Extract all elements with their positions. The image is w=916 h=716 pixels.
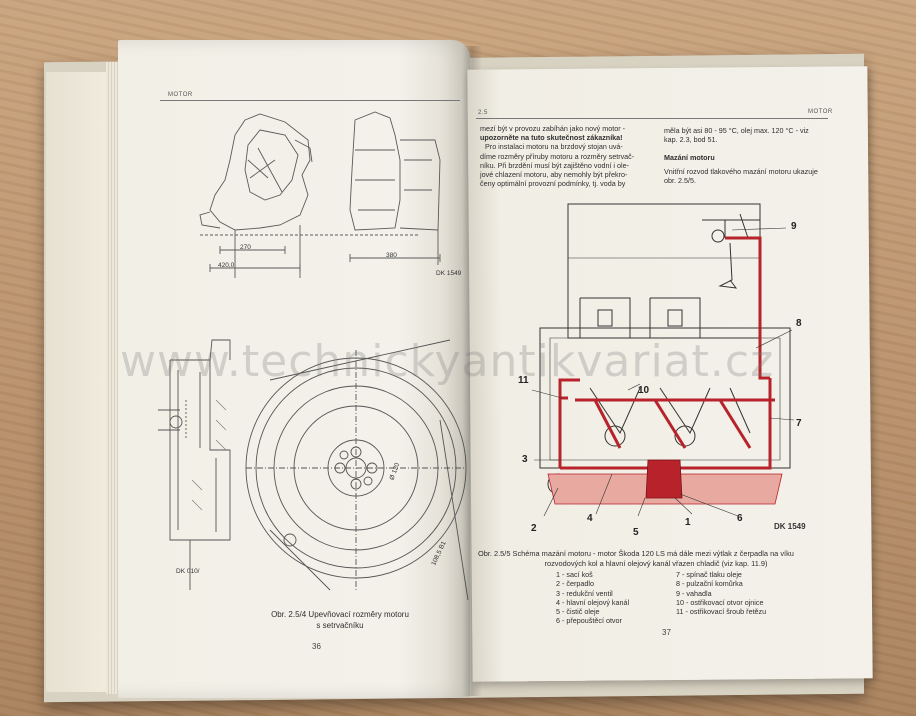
dim-label-total: 420,0	[218, 262, 235, 269]
col2-line: měla být asi 80 - 95 °C, olej max. 120 °…	[664, 126, 809, 135]
legend-item: 11 - ostřikovací šroub řetězu	[676, 607, 767, 617]
legend-item: 1 - sací koš	[556, 570, 593, 579]
legend-item: 5 - čistič oleje	[556, 607, 600, 617]
callout-8: 8	[796, 318, 802, 329]
legend-item: 6 - přepouštěcí otvor	[556, 616, 622, 626]
dim-label-b: 380	[386, 252, 397, 259]
drawing-code-top: DK 1549	[436, 270, 462, 277]
callout-2: 2	[531, 523, 537, 534]
dim-label-a: 270	[240, 244, 251, 251]
callout-1: 1	[685, 517, 691, 528]
lubrication-schematic	[531, 203, 795, 517]
legend-item: 2 - čerpadlo	[556, 579, 594, 589]
body-column-2: měla být asi 80 - 95 °C, olej max. 120 °…	[664, 126, 839, 185]
callout-4: 4	[587, 513, 593, 524]
col2-line: Vnitřní rozvod tlakového mazání motoru u…	[664, 166, 818, 176]
col1-line: níku. Při brzdění musí být zajištěno vod…	[480, 160, 630, 170]
legend-item: 9 - vahadla	[676, 588, 712, 598]
right-running-head: MOTOR	[808, 109, 833, 115]
col1-line: čeny optimální provozní podmínky, tj. vo…	[480, 179, 626, 189]
col2-line: kap. 2.3, bod 51.	[664, 135, 718, 145]
left-figure-caption-line1: Obr. 2.5/4 Upevňovací rozměry motoru	[271, 610, 409, 619]
right-figure-caption-line2: rozvodových kol a hlavní olejový kanál v…	[544, 559, 768, 568]
right-page-number: 37	[662, 628, 671, 637]
right-head-rule	[476, 118, 828, 119]
callout-9: 9	[791, 221, 797, 232]
col2-line: obr. 2.5/5.	[664, 175, 696, 185]
legend-item: 10 - ostřikovací otvor ojnice	[676, 597, 764, 607]
left-head-rule	[160, 100, 460, 101]
callout-6: 6	[737, 513, 743, 524]
schematic-drawing-code: DK 1549	[774, 522, 806, 531]
right-section-tag: 2.5	[478, 110, 488, 116]
flywheel-drawing	[158, 339, 469, 601]
legend-item: 3 - redukční ventil	[556, 588, 613, 598]
drawing-code-bottom: DK 010/	[176, 568, 200, 575]
callout-3: 3	[522, 454, 528, 465]
callout-5: 5	[633, 527, 639, 538]
col1-line: díme rozměry příruby motoru a rozměry se…	[480, 151, 635, 161]
legend-item: 8 - pulzační komůrka	[676, 579, 743, 589]
book-cover-edge	[46, 72, 117, 692]
callout-7: 7	[796, 418, 802, 429]
section-heading-lubrication: Mazání motoru	[664, 153, 715, 163]
legend-left: 1 - sací koš 2 - čerpadlo 3 - redukční v…	[556, 570, 629, 626]
callout-11: 11	[518, 375, 529, 386]
left-page-number: 36	[312, 642, 321, 651]
callout-10: 10	[638, 385, 650, 396]
right-figure-caption-line1: Obr. 2.5/5 Schéma mazání motoru - motor …	[478, 549, 794, 558]
left-figure-caption-line2: s setrvačníku	[316, 621, 364, 630]
engine-flange-drawing	[199, 111, 441, 278]
legend-item: 7 - spínač tlaku oleje	[676, 570, 742, 579]
watermark-text: www.technickyantikvariat.cz	[120, 336, 775, 387]
col1-line: jové chlazení motoru, aby nemohly být př…	[480, 170, 628, 180]
left-running-head: MOTOR	[168, 92, 193, 98]
body-column-1: mezí být v provozu zabíhán jako nový mot…	[480, 124, 655, 188]
col1-line: Pro instalaci motoru na brzdový stojan u…	[485, 142, 623, 152]
col1-line: upozorněte na tuto skutečnost zákazníka!	[480, 133, 623, 143]
legend-item: 4 - hlavní olejový kanál	[556, 597, 630, 607]
col1-line: mezí být v provozu zabíhán jako nový mot…	[480, 124, 626, 133]
legend-right: 7 - spínač tlaku oleje 8 - pulzační komů…	[676, 570, 766, 616]
